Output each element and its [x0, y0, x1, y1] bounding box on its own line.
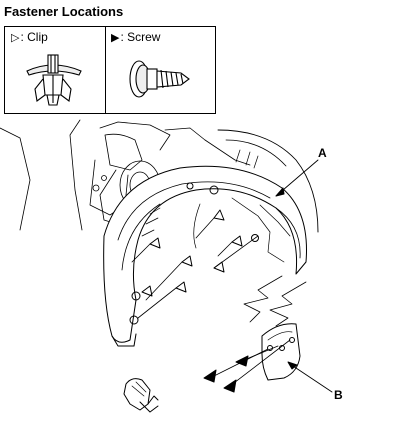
break-lines [243, 275, 307, 327]
page-title: Fastener Locations [4, 4, 124, 19]
legend-clip-text: : Clip [20, 30, 48, 44]
screw-markers [203, 339, 291, 393]
legend-clip-cell: ▷: Clip [5, 27, 106, 113]
body-panel-arc [217, 129, 319, 233]
legend-clip-label: ▷: Clip [11, 30, 48, 44]
legend-screw-label: ▶: Screw [111, 30, 160, 44]
screw-icon [129, 60, 190, 98]
callout-b-label: B [334, 388, 343, 402]
callout-a-label: A [318, 146, 327, 160]
mud-flap [261, 323, 301, 381]
callout-b-leader [289, 363, 333, 393]
clip-markers [141, 209, 243, 297]
screw-symbol-icon: ▶ [111, 32, 120, 44]
legend-screw-cell: ▶: Screw [105, 27, 215, 113]
clip-icon [26, 54, 82, 106]
legend-screw-text: : Screw [120, 30, 161, 44]
clip-symbol-icon: ▷ [11, 32, 20, 44]
fender-liner [103, 165, 307, 347]
fastener-legend: ▷: Clip ▶: Screw [4, 26, 216, 114]
clip-detail-drawing [123, 378, 159, 413]
